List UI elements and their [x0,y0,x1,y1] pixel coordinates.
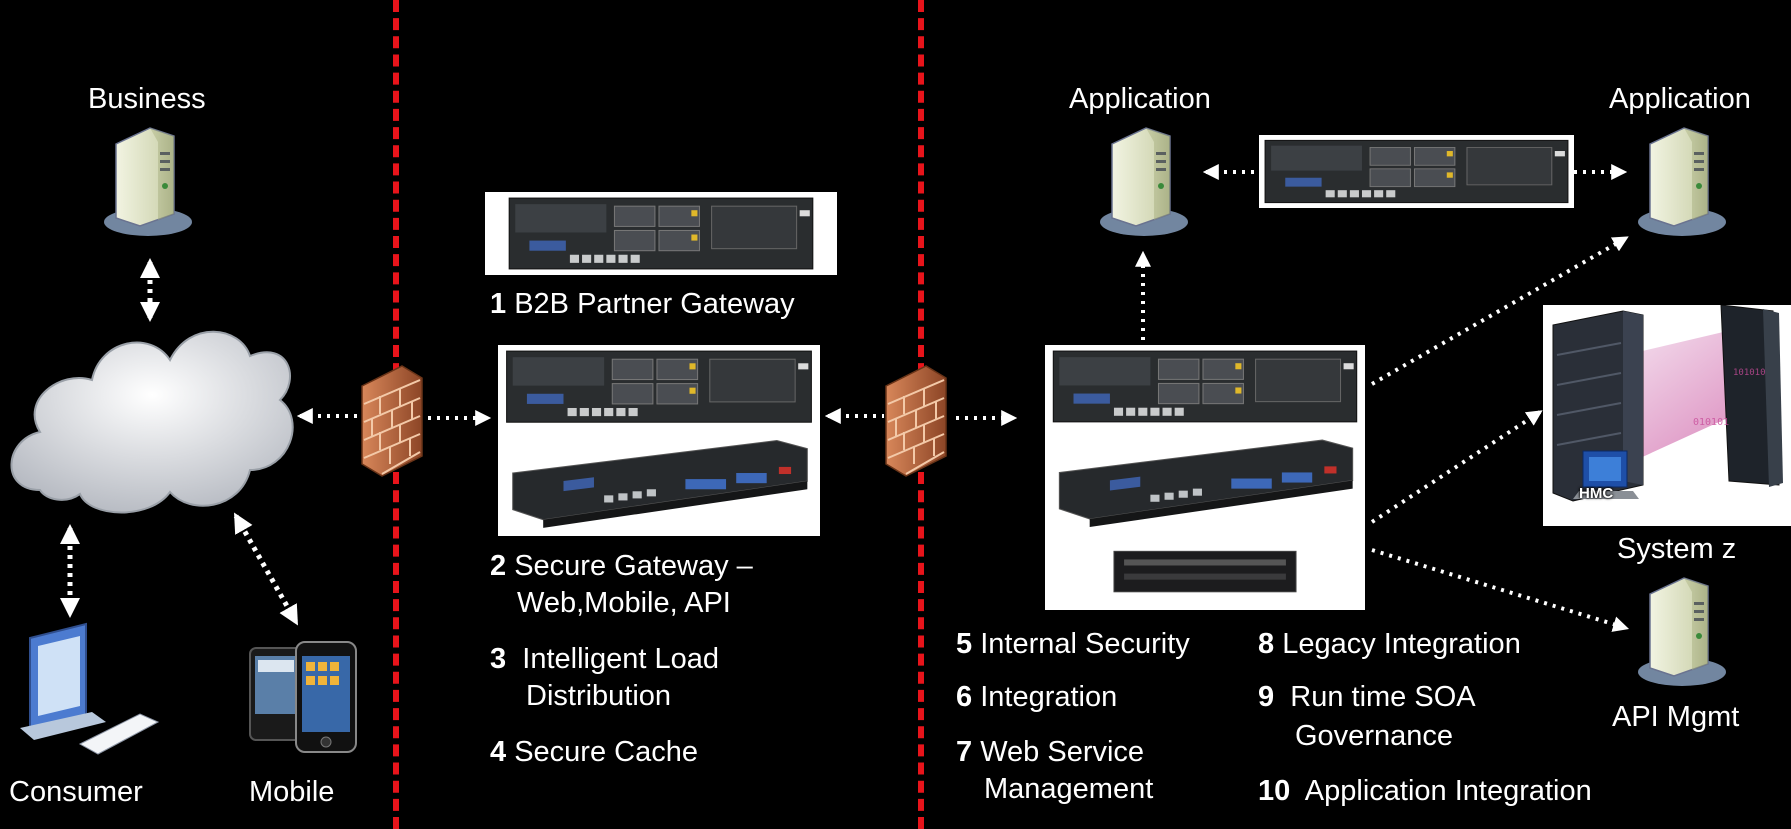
mainframe-icon: 010101 101010 [1543,305,1791,526]
appliance-icon [1058,439,1354,528]
feature-5: 5 Internal Security [956,628,1190,660]
app-integration-appliance [1259,135,1574,208]
feature-10: 10 Application Integration [1258,775,1592,807]
business-server-icon [103,127,193,237]
cloud-icon [10,330,294,514]
api-mgmt-server-icon [1637,577,1727,687]
feature-9-line2: Governance [1295,720,1453,752]
appliance-icon [1264,139,1569,204]
feature-9: 9 Run time SOA [1258,681,1476,713]
svg-text:101010: 101010 [1733,368,1766,378]
api-mgmt-label: API Mgmt [1612,701,1740,733]
smartphone-icon [249,641,357,753]
firewall-icon [885,365,947,477]
consumer-label: Consumer [9,776,143,808]
system-z-label: System z [1617,533,1737,565]
appliance-icon [1052,350,1358,423]
application-left-label: Application [1069,83,1211,115]
feature-4: 4 Secure Cache [490,736,698,768]
hmc-label: HMC [1579,485,1614,502]
feature-7: 7 Web Service [956,736,1145,768]
feature-3: 3 Intelligent Load [490,643,719,675]
feature-7-line2: Management [984,773,1154,805]
application-server-icon [1099,127,1189,237]
svg-text:010101: 010101 [1693,417,1729,428]
blade-icon [1113,550,1297,593]
application-right-label: Application [1609,83,1751,115]
appliance-icon [506,350,812,423]
firewall-icon [361,365,423,477]
appliance-icon [512,439,808,529]
feature-2: 2 Secure Gateway – [490,550,753,582]
feature-2-line2: Web,Mobile, API [517,587,731,619]
feature-3-line2: Distribution [526,680,672,712]
feature-1: 1 B2B Partner Gateway [490,288,795,320]
feature-6: 6 Integration [956,681,1118,713]
b2b-gateway-appliance [485,192,837,275]
feature-8: 8 Legacy Integration [1258,628,1521,660]
system-z-mainframe: 010101 101010 HMC [1543,305,1791,526]
application-server-icon [1637,127,1727,237]
business-label: Business [88,83,206,115]
appliance-icon [508,197,814,270]
integration-appliance [1045,345,1365,610]
secure-gateway-appliance [498,345,820,536]
mobile-label: Mobile [249,776,335,808]
desktop-icon [20,622,160,755]
